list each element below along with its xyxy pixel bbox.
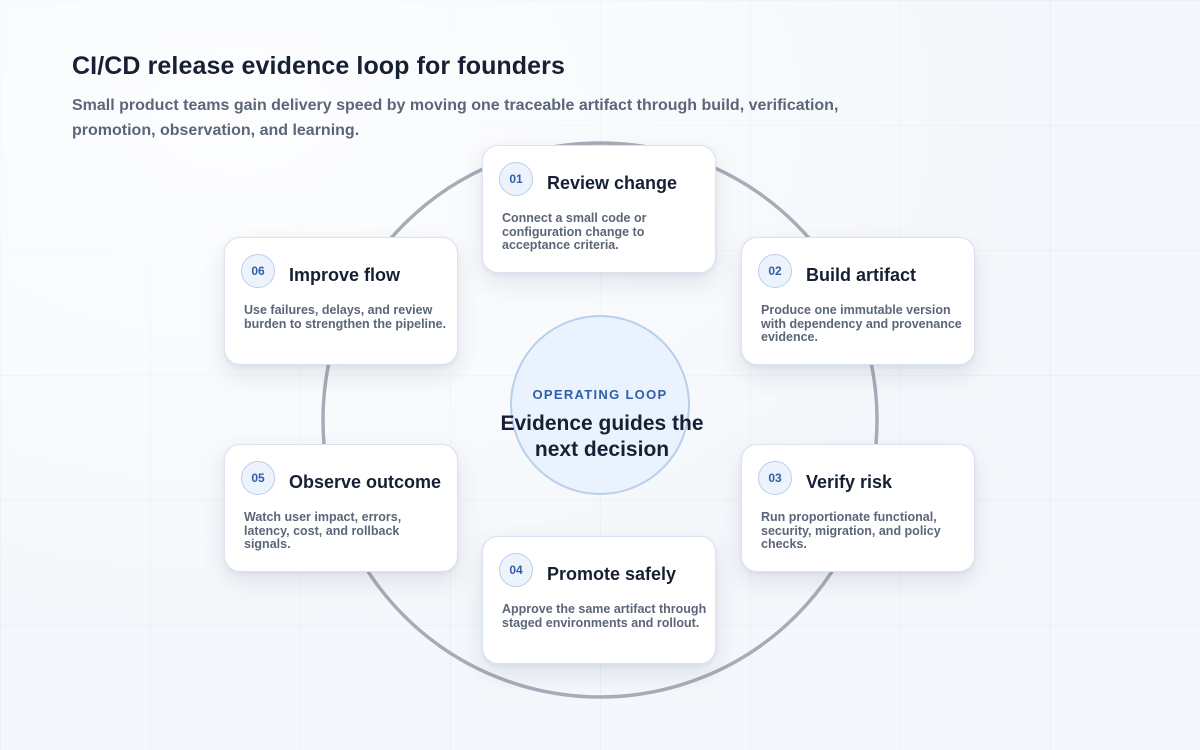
- operating-loop-hub: OPERATING LOOP Evidence guides the next …: [500, 315, 704, 495]
- step-title: Verify risk: [806, 472, 893, 492]
- step-card-verify-risk: 03 Verify risk Run proportionate functio…: [741, 444, 975, 572]
- step-card-observe-outcome: 05 Observe outcome Watch user impact, er…: [224, 444, 458, 572]
- step-number-badge: 01: [499, 162, 533, 196]
- step-title: Review change: [547, 173, 678, 193]
- loop-ring: [321, 141, 879, 699]
- hub-label: OPERATING LOOP: [532, 387, 668, 402]
- step-card-build-artifact: 02 Build artifact Produce one immutable …: [741, 237, 975, 365]
- step-description: Approve the same artifact through staged…: [502, 602, 707, 630]
- step-title: Observe outcome: [289, 472, 442, 492]
- step-title: Promote safely: [547, 564, 677, 584]
- step-number-badge: 04: [499, 553, 533, 587]
- step-description: Produce one immutable version with depen…: [761, 303, 962, 344]
- step-card-promote-safely: 04 Promote safely Approve the same artif…: [482, 536, 716, 664]
- step-number-badge: 06: [241, 254, 275, 288]
- step-number-badge: 03: [758, 461, 792, 495]
- page-title: CI/CD release evidence loop for founders: [72, 52, 566, 80]
- hub-statement: Evidence guides the next decision: [500, 412, 704, 461]
- page-subtitle: Small product teams gain delivery speed …: [72, 97, 839, 139]
- step-description: Connect a small code or configuration ch…: [502, 211, 647, 252]
- step-number-badge: 02: [758, 254, 792, 288]
- step-description: Use failures, delays, and review burden …: [244, 303, 447, 331]
- step-card-improve-flow: 06 Improve flow Use failures, delays, an…: [224, 237, 458, 365]
- step-number-badge: 05: [241, 461, 275, 495]
- step-title: Build artifact: [806, 265, 917, 285]
- step-description: Run proportionate functional, security, …: [761, 510, 941, 551]
- step-title: Improve flow: [289, 265, 401, 285]
- step-description: Watch user impact, errors, latency, cost…: [244, 510, 402, 551]
- step-card-review-change: 01 Review change Connect a small code or…: [482, 145, 716, 273]
